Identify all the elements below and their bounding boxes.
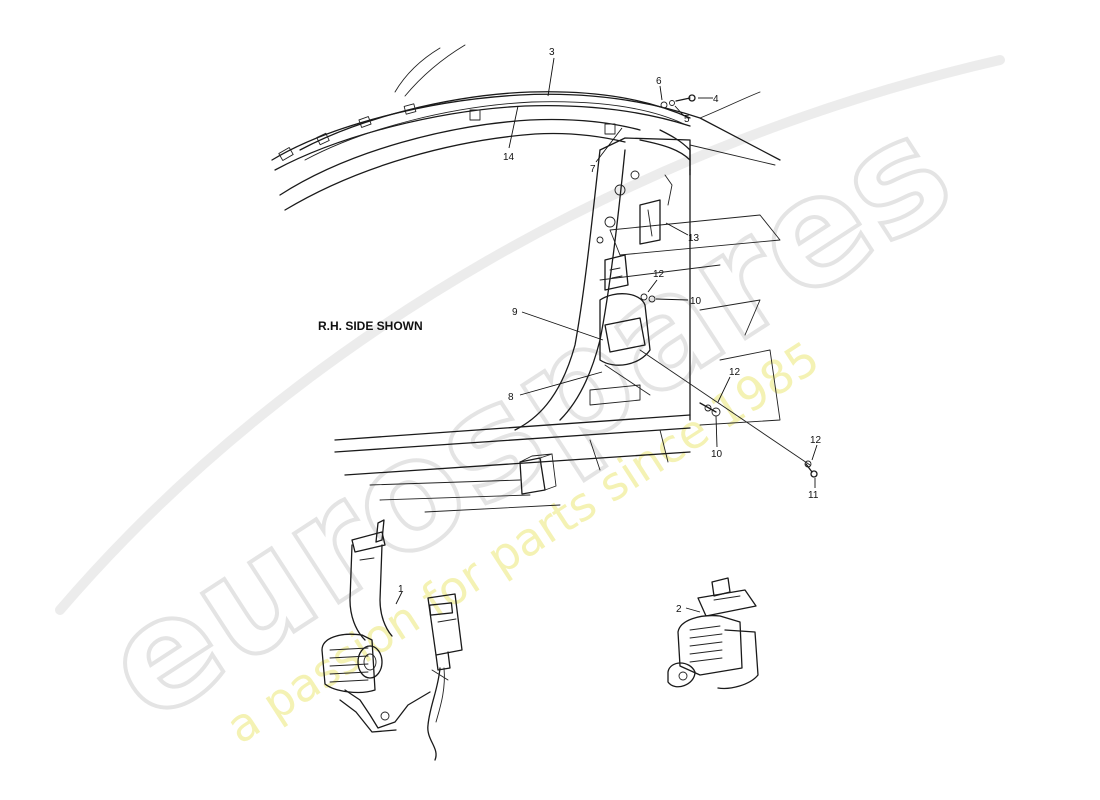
watermark-brand: eurospares: [75, 82, 982, 755]
callout-6: 6: [656, 76, 662, 87]
callout-12-upper: 12: [653, 269, 665, 280]
fasteners: [639, 94, 818, 478]
callout-7: 7: [590, 164, 596, 175]
callout-5: 5: [684, 114, 690, 125]
callout-13: 13: [688, 233, 700, 244]
callout-1: 1: [398, 584, 404, 595]
callout-12-far: 12: [810, 435, 822, 446]
callout-2: 2: [676, 604, 682, 615]
callout-9: 9: [512, 307, 518, 318]
callout-14: 14: [503, 152, 515, 163]
callout-10-lower: 10: [711, 449, 723, 460]
view-label: R.H. SIDE SHOWN: [318, 319, 423, 333]
seatbelt-assembly-front: [321, 519, 463, 761]
sill: [334, 414, 691, 513]
seatbelt-retractor-rear: [667, 577, 759, 690]
roof-frame: [271, 44, 781, 211]
callout-12-lower: 12: [729, 367, 741, 378]
callout-8: 8: [508, 392, 514, 403]
callout-11: 11: [808, 490, 819, 501]
callout-10-upper: 10: [690, 296, 702, 307]
leader-lines: [395, 57, 818, 613]
watermark: eurospares a passion for parts since 198…: [55, 55, 1005, 757]
callouts: 3 6 4 5 7 14 13 12 10 9 8 12 10 12 11 1 …: [398, 47, 822, 615]
callout-4: 4: [713, 94, 719, 105]
b-pillar: [514, 129, 781, 431]
callout-3: 3: [549, 47, 555, 58]
